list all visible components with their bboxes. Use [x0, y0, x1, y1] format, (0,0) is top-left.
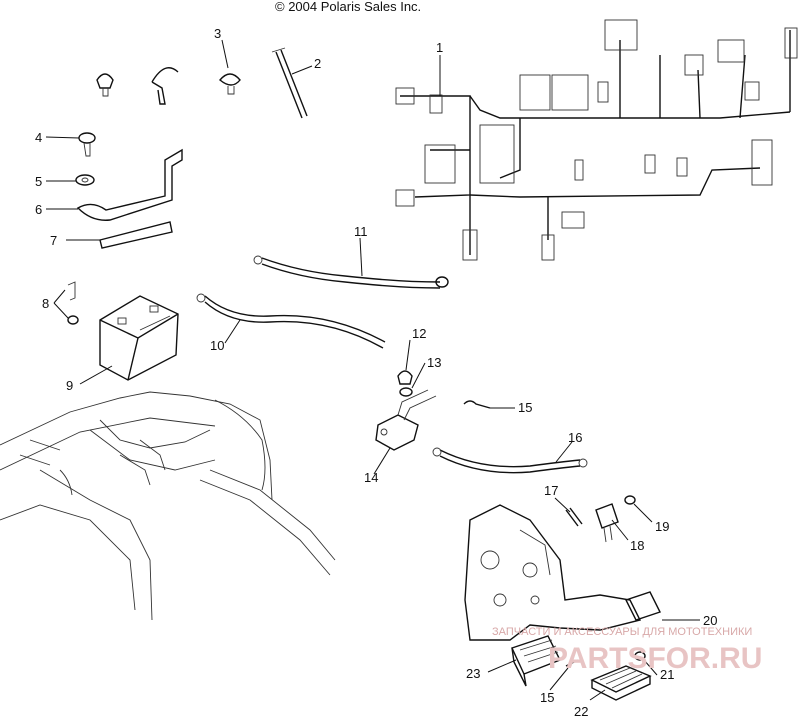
relay: [595, 503, 619, 543]
callout-2: 2: [314, 56, 321, 71]
cdi-box: [625, 591, 661, 621]
starter-solenoid: [375, 389, 437, 451]
leader-13: [411, 362, 426, 389]
leader-22: [589, 689, 606, 701]
callout-15b: 15: [540, 690, 554, 705]
callout-8: 8: [42, 296, 49, 311]
callout-16: 16: [568, 430, 582, 445]
callout-7: 7: [50, 233, 57, 248]
battery-hardware: [67, 281, 79, 325]
screw-lower: [565, 659, 579, 667]
rectifier: [511, 635, 561, 687]
callout-9: 9: [66, 378, 73, 393]
grommet: [219, 73, 241, 95]
callout-5: 5: [35, 174, 42, 189]
callout-6: 6: [35, 202, 42, 217]
battery-cable-negative: [196, 293, 386, 349]
leader-10: [224, 319, 241, 344]
callout-19: 19: [655, 519, 669, 534]
fastener-21: [634, 651, 646, 661]
tie-strap: [151, 67, 179, 105]
copyright-text: © 2004 Polaris Sales Inc.: [275, 0, 421, 14]
ground-cable: [432, 447, 588, 474]
callout-1: 1: [436, 40, 443, 55]
pad: [99, 221, 173, 249]
leader-23: [487, 659, 517, 673]
leader-8: [53, 289, 69, 319]
callout-10: 10: [210, 338, 224, 353]
fastener-19: [624, 495, 636, 505]
leader-3: [221, 39, 229, 69]
battery-bracket: [76, 148, 183, 221]
callout-17: 17: [544, 483, 558, 498]
callout-4: 4: [35, 130, 42, 145]
washer: [75, 174, 95, 186]
voltage-regulator: [590, 665, 652, 701]
leader-21: [643, 659, 658, 676]
wiring-harness: [395, 19, 798, 261]
leader-11: [359, 237, 363, 277]
leader-18: [611, 519, 629, 541]
leader-19: [633, 503, 653, 523]
leader-2: [291, 65, 313, 75]
leader-15b: [549, 667, 569, 691]
nut: [399, 387, 413, 397]
callout-12: 12: [412, 326, 426, 341]
leader-9: [79, 365, 113, 385]
push-rivet: [78, 132, 96, 157]
callout-14: 14: [364, 470, 378, 485]
vehicle-frame: [0, 391, 336, 621]
leader-12: [405, 339, 411, 371]
battery-cable-positive: [253, 255, 449, 289]
leader-14: [373, 447, 391, 475]
callout-21: 21: [660, 667, 674, 682]
leader-16: [555, 441, 573, 463]
callout-13: 13: [427, 355, 441, 370]
callout-3: 3: [214, 26, 221, 41]
stud: [565, 507, 583, 527]
starter-boot: [397, 370, 413, 385]
leader-17: [554, 497, 571, 513]
screw-upper: [463, 400, 491, 409]
callout-20: 20: [703, 613, 717, 628]
watermark-logo: PARTSFOR.RU: [548, 642, 762, 675]
callout-15a: 15: [518, 400, 532, 415]
callout-22: 22: [574, 704, 588, 717]
leader-4: [45, 136, 80, 139]
callout-18: 18: [630, 538, 644, 553]
watermark-tagline: ЗАПЧАСТИ И АКСЕССУАРЫ ДЛЯ МОТОТЕХНИКИ: [492, 626, 752, 638]
dipstick-rod: [271, 47, 308, 119]
harness-clip: [96, 73, 114, 97]
battery: [99, 295, 179, 381]
mounting-plate: [464, 504, 642, 641]
callout-23: 23: [466, 666, 480, 681]
callout-11: 11: [354, 224, 368, 239]
